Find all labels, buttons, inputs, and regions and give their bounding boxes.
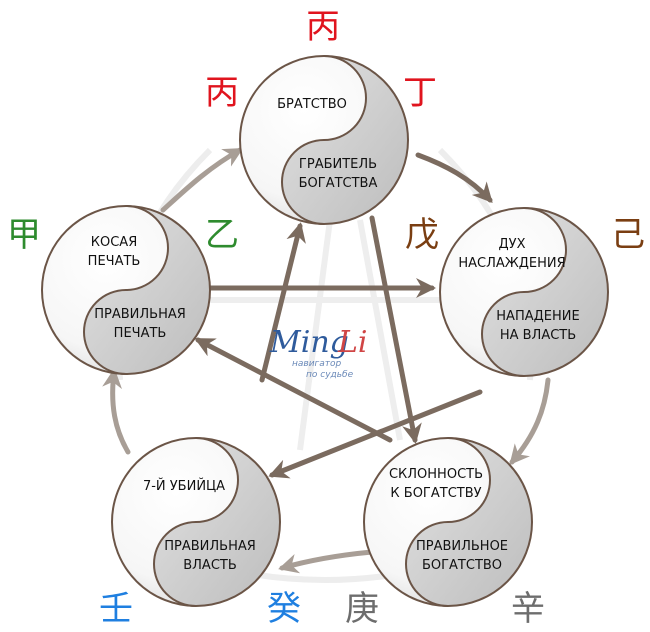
logo-tagline-1: навигатор bbox=[292, 359, 342, 369]
node-yin-shade bbox=[154, 438, 280, 606]
stem-wood-yang: 甲 bbox=[7, 215, 41, 255]
node-s-curve bbox=[153, 437, 239, 607]
generating-cycle bbox=[102, 147, 551, 574]
node-yin-shade bbox=[482, 208, 608, 376]
node-label-lower: ПРАВИЛЬНОЕ bbox=[416, 539, 508, 554]
arrow-wood-to-fire bbox=[160, 147, 244, 213]
node-label-lower: ВЛАСТЬ bbox=[183, 558, 237, 573]
node-label-upper: ДУХ bbox=[499, 237, 526, 252]
arrow-fire-to-metal bbox=[369, 215, 422, 444]
arrow-water-to-fire bbox=[259, 222, 306, 383]
stem-water-yin: 癸 bbox=[267, 589, 301, 629]
node-label-lower: БОГАТСТВО bbox=[422, 558, 502, 573]
node-label-lower: ГРАБИТЕЛЬ bbox=[299, 157, 377, 172]
stem-earth-yang: 戊 bbox=[405, 215, 439, 255]
arrow-metal-to-water bbox=[278, 549, 375, 574]
logo-li: Li bbox=[337, 325, 368, 360]
node-s-curve bbox=[405, 437, 491, 607]
node-outline bbox=[439, 207, 609, 377]
node-label-upper: 7-Й УБИЙЦА bbox=[143, 478, 225, 494]
node-left: КОСАЯ ПЕЧАТЬ ПРАВИЛЬНАЯ ПЕЧАТЬ bbox=[41, 205, 211, 375]
node-outline bbox=[239, 55, 409, 225]
element-nodes: БРАТСТВО ГРАБИТЕЛЬ БОГАТСТВА КОСАЯ ПЕЧАТЬ ПРА… bbox=[41, 55, 609, 607]
controlling-cycle bbox=[194, 215, 483, 479]
node-bottom-left: 7-Й УБИЙЦА ПРАВИЛЬНАЯ ВЛАСТЬ bbox=[111, 437, 281, 607]
node-label-upper: БРАТСТВО bbox=[277, 97, 347, 112]
node-label-upper: ПЕЧАТЬ bbox=[88, 254, 141, 269]
logo-watermark: Ming Li навигатор по судьбе bbox=[269, 325, 368, 380]
arrow-metal-to-wood bbox=[194, 337, 393, 443]
node-s-curve bbox=[83, 205, 169, 375]
node-outline bbox=[41, 205, 211, 375]
node-label-lower: БОГАТСТВА bbox=[299, 176, 378, 191]
background-star bbox=[200, 219, 450, 451]
node-label-lower: НАПАДЕНИЕ bbox=[496, 309, 579, 324]
stem-wood-yin: 乙 bbox=[205, 215, 239, 255]
node-yin-shade bbox=[406, 438, 532, 606]
node-label-lower: ПРАВИЛЬНАЯ bbox=[94, 307, 186, 322]
stem-metal-yang: 庚 bbox=[345, 589, 379, 629]
arrow-fire-to-earth bbox=[415, 152, 493, 203]
node-outline bbox=[363, 437, 533, 607]
node-bottom-right: СКЛОННОСТЬ К БОГАТСТВУ ПРАВИЛЬНОЕ БОГАТСТВО bbox=[363, 437, 533, 607]
node-label-lower: НА ВЛАСТЬ bbox=[500, 328, 576, 343]
logo-tagline-2: по судьбе bbox=[306, 370, 354, 380]
stem-glyphs: 丙 丙 丁 甲 乙 戊 己 壬 癸 庚 辛 bbox=[7, 7, 645, 629]
arrow-water-to-wood bbox=[102, 368, 131, 455]
node-yin-shade bbox=[84, 206, 210, 374]
stem-fire-yin: 丁 bbox=[403, 73, 437, 113]
stem-fire-yang: 丙 bbox=[205, 73, 239, 113]
node-top: БРАТСТВО ГРАБИТЕЛЬ БОГАТСТВА bbox=[239, 55, 409, 225]
node-label-lower: ПЕЧАТЬ bbox=[114, 326, 167, 341]
node-s-curve bbox=[281, 55, 367, 225]
stem-earth-yin: 己 bbox=[611, 215, 645, 255]
node-right: ДУХ НАСЛАЖДЕНИЯ НАПАДЕНИЕ НА ВЛАСТЬ bbox=[439, 207, 609, 377]
node-outline bbox=[111, 437, 281, 607]
node-s-curve bbox=[481, 207, 567, 377]
stem-top: 丙 bbox=[306, 7, 340, 47]
node-label-upper: К БОГАТСТВУ bbox=[390, 486, 481, 501]
node-yin-shade bbox=[282, 56, 408, 224]
arrow-earth-to-metal bbox=[509, 377, 551, 466]
node-label-upper: СКЛОННОСТЬ bbox=[389, 467, 483, 482]
node-label-lower: ПРАВИЛЬНАЯ bbox=[164, 539, 256, 554]
stem-metal-yin: 辛 bbox=[511, 589, 545, 629]
node-label-upper: НАСЛАЖДЕНИЯ bbox=[458, 256, 565, 271]
stem-water-yang: 壬 bbox=[99, 589, 133, 629]
logo-ming: Ming bbox=[269, 325, 349, 360]
node-label-upper: КОСАЯ bbox=[91, 235, 137, 250]
